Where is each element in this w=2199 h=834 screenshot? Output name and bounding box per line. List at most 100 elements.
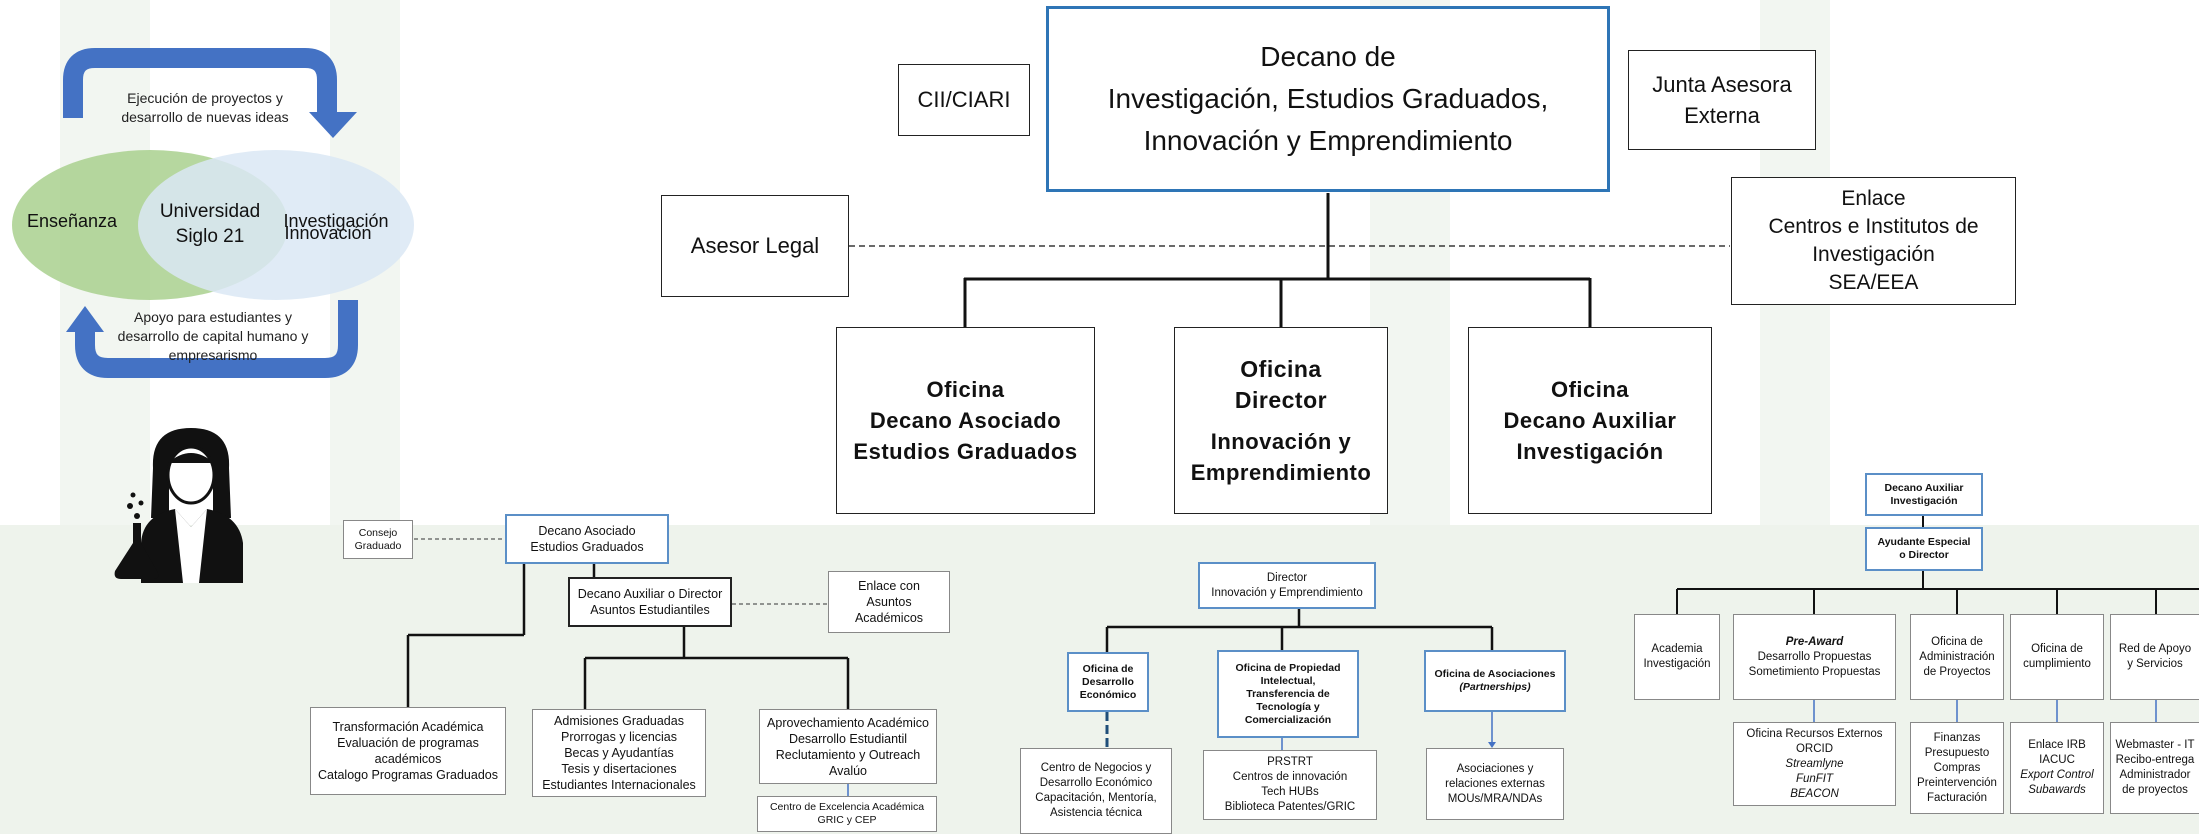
centro-excelencia-line: Centro de Excelencia Académica (769, 801, 925, 813)
enlace-line: SEA/EEA (1828, 271, 1919, 294)
office-director-box: Oficina Director Innovación y Emprendimi… (1174, 327, 1388, 514)
cycle-top-text: Ejecución de proyectos y desarrollo de n… (121, 90, 289, 125)
asociaciones-externas-box: Asociaciones y relaciones externas MOUs/… (1426, 748, 1564, 820)
propiedad-intelectual-box: Oficina de Propiedad Intelectual, Transf… (1217, 650, 1359, 738)
pre-award-box: Pre-Award Desarrollo Propuestas Sometimi… (1733, 614, 1896, 700)
enlace-academicos-line: Asuntos (866, 595, 912, 609)
irb-line: IACUC (2039, 754, 2075, 766)
office-line: Oficina (1550, 377, 1630, 402)
enlace-academicos-box: Enlace con Asuntos Académicos (828, 571, 950, 633)
circle-label-investigacion: Investigación Innovación (266, 210, 406, 244)
administracion-line: Oficina de (1931, 635, 1983, 648)
circle-label-line: Innovación (284, 223, 372, 243)
aprovechamiento-line: Avalúo (829, 763, 867, 778)
red-line: Red de Apoyo (2118, 643, 2192, 655)
admisiones-line: Admisiones Graduadas (554, 714, 684, 728)
aprovechamiento-box: Aprovechamiento Académico Desarrollo Est… (759, 709, 937, 784)
decano-auxiliar-line: Asuntos Estudiantiles (590, 603, 710, 617)
centro-negocios-box: Centro de Negocios y Desarrollo Económic… (1020, 748, 1172, 834)
recursos-italic-line: FunFIT (1795, 772, 1834, 785)
dean-line: Investigación, Estudios Graduados, (1107, 83, 1549, 114)
propiedad-line: Intelectual, (1260, 674, 1316, 687)
webmaster-line: de proyectos (2122, 784, 2188, 796)
dean-box: Decano de Investigación, Estudios Gradua… (1046, 6, 1610, 192)
centro-excelencia-box: Centro de Excelencia Académica GRIC y CE… (757, 796, 937, 832)
centro-excelencia-line: GRIC y CEP (817, 814, 877, 826)
irb-italic-line: Export Control (2020, 769, 2094, 781)
transformacion-line: Transformación Académica (332, 720, 484, 734)
recursos-italic-line: BEACON (1790, 787, 1839, 800)
circle-label-line: Universidad (159, 201, 261, 222)
ayudante-line: o Director (1899, 549, 1949, 561)
webmaster-box: Webmaster - IT Recibo-entrega Administra… (2110, 722, 2199, 814)
finanzas-line: Preintervención (1917, 776, 1997, 789)
office-line: Emprendimiento (1190, 459, 1372, 485)
aprovechamiento-line: Reclutamiento y Outreach (775, 747, 921, 762)
desarrollo-economico-box: Oficina de Desarrollo Económico (1067, 652, 1149, 712)
cii-label: CII/CIARI (917, 87, 1011, 112)
cii-box: CII/CIARI (898, 64, 1030, 136)
webmaster-line: Administrador (2119, 769, 2191, 781)
decano-asociado-box: Decano Asociado Estudios Graduados (505, 514, 669, 564)
finanzas-line: Compras (1933, 761, 1981, 774)
office-line: Oficina (1240, 355, 1322, 382)
administracion-line: Administración (1919, 650, 1995, 663)
consejo-line: Graduado (354, 539, 402, 552)
centro-negocios-line: Asistencia técnica (1049, 807, 1143, 819)
admisiones-line: Tesis y disertaciones (561, 762, 677, 776)
decano-auxiliar-asuntos-box: Decano Auxiliar o Director Asuntos Estud… (568, 577, 732, 627)
recursos-line: ORCID (1795, 742, 1834, 755)
director-innovacion-line: Director (1266, 571, 1308, 584)
decano-asociado-line: Estudios Graduados (530, 540, 644, 554)
finanzas-line: Facturación (1926, 791, 1988, 804)
asociaciones-sub: (Partnerships) (1459, 681, 1531, 693)
transformacion-line: Evaluación de programas (337, 736, 479, 750)
pre-award-title: Pre-Award (1785, 635, 1844, 648)
circle-label-universidad: Universidad Siglo 21 (140, 199, 280, 249)
desarrollo-line: Desarrollo (1082, 675, 1134, 688)
transformacion-line: académicos (374, 752, 442, 766)
propiedad-line: Comercialización (1244, 713, 1332, 726)
enlace-academicos-line: Académicos (854, 611, 924, 625)
academia-investigacion-box: Academia Investigación (1634, 614, 1720, 700)
red-apoyo-box: Red de Apoyo y Servicios (2110, 614, 2199, 700)
decano-aux-inv-line: Investigación (1890, 494, 1958, 507)
office-line: Decano Auxiliar (1503, 408, 1677, 433)
propiedad-line: Oficina de Propiedad (1235, 661, 1341, 674)
office-line: Estudios Graduados (853, 439, 1078, 464)
academia-line: Investigación (1643, 658, 1711, 670)
aprovechamiento-line: Aprovechamiento Académico (767, 715, 929, 730)
enlace-line: Centros e Institutos de (1768, 215, 1979, 238)
recursos-line: Oficina Recursos Externos (1746, 727, 1883, 740)
prstrt-box: PRSTRT Centros de innovación Tech HUBs B… (1203, 750, 1377, 820)
academia-line: Academia (1651, 643, 1703, 655)
circle-label-line: Siglo 21 (175, 226, 245, 247)
consejo-graduado-box: Consejo Graduado (343, 520, 413, 559)
prstrt-line: Tech HUBs (1261, 786, 1319, 798)
decano-asociado-line: Decano Asociado (538, 524, 636, 538)
decano-auxiliar-investigacion-box: Decano Auxiliar Investigación (1865, 473, 1983, 516)
prstrt-line: Biblioteca Patentes/GRIC (1224, 801, 1356, 813)
red-line: y Servicios (2127, 658, 2183, 670)
junta-line: Externa (1684, 103, 1760, 128)
asociaciones-box: Oficina de Asociaciones (Partnerships) (1424, 650, 1566, 712)
junta-line: Junta Asesora (1652, 72, 1792, 97)
pre-award-line: Desarrollo Propuestas (1757, 650, 1872, 663)
office-line: Oficina (926, 377, 1005, 402)
decano-aux-inv-line: Decano Auxiliar (1884, 481, 1964, 494)
asesor-legal-label: Asesor Legal (690, 233, 820, 258)
enlace-line: Enlace (1841, 187, 1906, 210)
cumplimiento-line: cumplimiento (2023, 658, 2091, 670)
director-innovacion-line: Innovación y Emprendimiento (1211, 586, 1363, 599)
recursos-externos-box: Oficina Recursos Externos ORCID Streamly… (1733, 722, 1896, 806)
enlace-academicos-line: Enlace con (858, 579, 920, 593)
consejo-line: Consejo (358, 526, 398, 539)
finanzas-box: Finanzas Presupuesto Compras Preinterven… (1910, 722, 2004, 814)
irb-line: Enlace IRB (2028, 739, 2086, 751)
office-line: Director (1234, 386, 1328, 413)
prstrt-line: PRSTRT (1267, 756, 1313, 768)
pre-award-line: Sometimiento Propuestas (1748, 665, 1881, 678)
recursos-italic-line: Streamlyne (1785, 757, 1844, 770)
admisiones-line: Prorrogas y licencias (560, 730, 677, 744)
